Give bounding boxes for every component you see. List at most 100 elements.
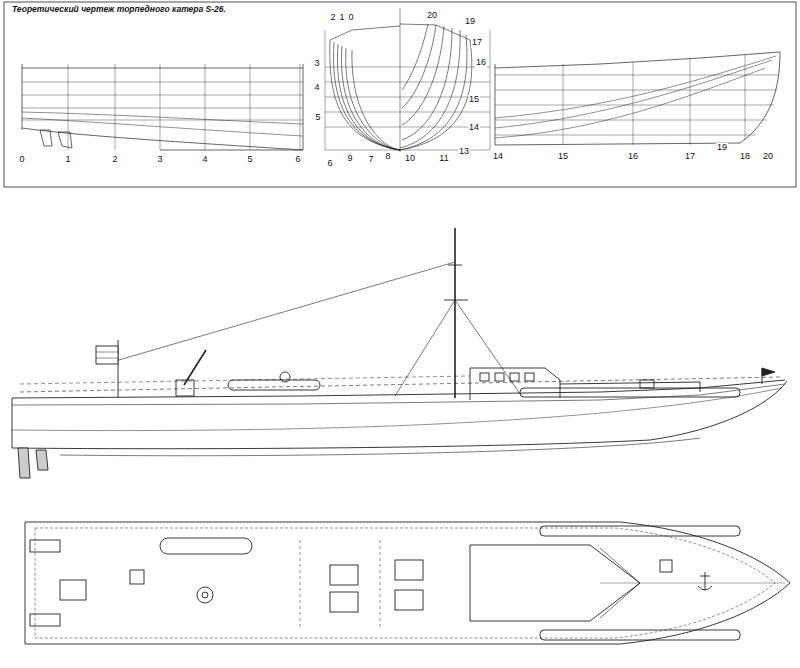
side-view [12,388,782,431]
body-plan [346,48,400,150]
plan-view [380,540,381,628]
side-view [112,262,455,362]
side-view [96,346,118,364]
side-view [454,228,456,398]
side-view [60,438,700,456]
body-plan [400,40,472,150]
plan-view [705,572,706,590]
bow-profile [495,105,774,106]
bow-profile [495,52,780,68]
bow-profile [563,64,564,145]
plan-view [700,576,710,577]
body-plan [334,42,400,150]
body-plan [402,26,444,125]
side-view [12,398,13,448]
body-plan [325,127,490,128]
station-number: 13 [458,147,470,156]
station-number: 1 [64,155,71,164]
stern-profile [40,130,52,146]
plan-view [202,592,208,598]
body-plan [325,8,490,152]
side-view [480,373,489,381]
plan-view [130,570,144,584]
body-plan [325,112,490,113]
body-plan [330,26,400,40]
side-view [184,350,206,385]
side-view [455,300,520,394]
station-number: 8 [384,152,391,161]
side-view [96,352,118,353]
station-number: 17 [471,38,483,47]
bow-profile [495,90,777,91]
station-number: 11 [438,154,449,163]
plan-view [330,592,358,612]
drawing-title: Теоретический чертеж торпедного катера S… [10,5,228,14]
stern-profile [22,95,303,96]
station-number: 9 [346,154,353,163]
body-plan [325,67,490,68]
plan-view [300,540,301,628]
side-view [36,450,48,470]
body-plan [337,44,400,150]
side-view [470,368,560,400]
station-number: 16 [475,58,487,67]
station-number: 0 [347,13,354,22]
side-view [12,228,787,478]
side-view [495,373,504,381]
station-number: 4 [313,83,320,92]
lines-plan-frame [4,2,796,187]
body-plan [341,46,400,150]
side-view [20,377,780,392]
body-plan [330,40,400,150]
body-plan [402,28,452,140]
bow-profile [495,52,780,145]
stern-profile [22,112,303,124]
side-view [448,265,462,266]
bow-profile [740,52,780,143]
plan-view [395,590,423,610]
bow-profile [495,64,496,145]
station-number: 5 [246,155,253,164]
plan-view [395,560,423,580]
plan-view [160,538,252,554]
station-number: 15 [468,95,480,104]
station-number: 2 [329,13,336,22]
body-plan [490,30,491,150]
bow-profile [633,62,634,145]
body-plan [352,50,400,150]
plan-view [60,580,86,600]
plan-view [30,540,60,552]
plan-view [25,522,790,644]
side-view [395,300,455,396]
bow-profile [495,68,765,138]
side-view [18,448,30,478]
station-number: 3 [313,59,320,68]
side-view [640,380,654,388]
bow-profile [495,56,776,118]
stern-profile [205,64,206,150]
body-plan [402,24,428,90]
station-number: 3 [156,155,163,164]
station-number: 1 [338,13,345,22]
station-number: 4 [201,155,208,164]
station-number: 20 [762,152,774,161]
plan-view [197,587,213,603]
plan-view [698,586,712,590]
body-plan [400,35,467,150]
body-plan [325,97,490,98]
stern-profile [160,64,161,150]
stern-profile [22,68,303,69]
plan-view [540,526,740,536]
station-number: 6 [294,155,301,164]
side-view [96,358,118,359]
stern-profile [300,64,301,150]
side-view [510,373,519,381]
side-view [560,382,700,392]
lines-plan-frame [4,2,796,187]
side-view [228,380,320,390]
station-number: 0 [18,155,25,164]
plan-view [25,522,790,644]
station-number: 20 [426,11,438,20]
